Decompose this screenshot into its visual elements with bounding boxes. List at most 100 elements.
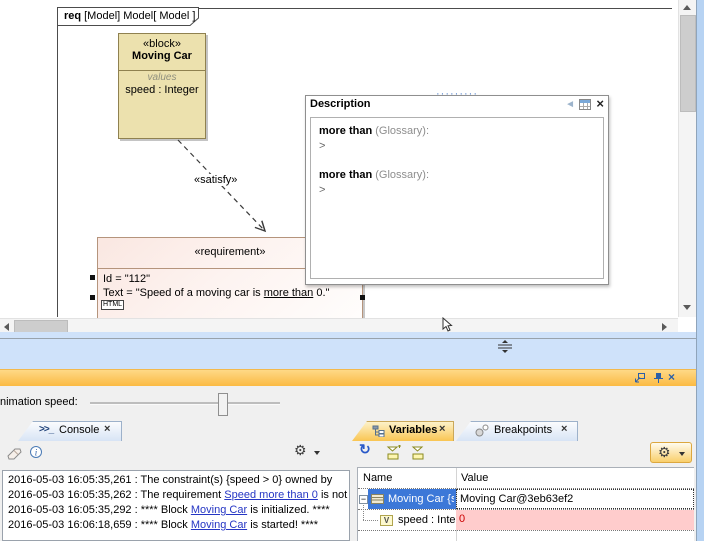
vertical-scrollbar-thumb[interactable] bbox=[680, 15, 696, 112]
pin-icon[interactable] bbox=[653, 372, 664, 384]
animation-speed-slider[interactable] bbox=[90, 402, 280, 405]
glossary-term: more than bbox=[319, 169, 373, 181]
panel-splitter[interactable] bbox=[0, 332, 704, 369]
close-tab-icon[interactable]: × bbox=[104, 423, 111, 435]
variable-value: Moving Car@3eb63ef2 bbox=[460, 493, 574, 505]
refresh-icon[interactable]: ↻ bbox=[359, 441, 371, 457]
scroll-right-icon[interactable] bbox=[662, 323, 667, 331]
variables-icon bbox=[372, 425, 385, 437]
back-arrow-icon[interactable]: ◄ bbox=[565, 99, 575, 110]
animation-speed-slider-thumb[interactable] bbox=[218, 393, 228, 416]
column-header-value[interactable]: Value bbox=[461, 472, 489, 484]
horizontal-scrollbar[interactable] bbox=[0, 318, 678, 333]
scroll-down-icon[interactable] bbox=[683, 305, 691, 310]
requirement-id: Id = "112" bbox=[103, 273, 151, 285]
info-icon: i bbox=[30, 446, 42, 458]
requirement-glossary-term[interactable]: more than bbox=[263, 287, 314, 299]
open-in-table-icon[interactable] bbox=[579, 99, 591, 113]
close-tab-icon[interactable]: × bbox=[561, 423, 568, 435]
close-icon[interactable]: × bbox=[596, 96, 604, 111]
console-log[interactable]: 2016-05-03 16:05:35,261 : The constraint… bbox=[2, 470, 350, 541]
table-row[interactable]: V speed : Integer 0 bbox=[358, 505, 694, 531]
diagram-frame-top-border bbox=[196, 8, 672, 9]
tree-line bbox=[363, 520, 378, 521]
splitter-handle-icon[interactable] bbox=[496, 340, 514, 353]
tab-variables[interactable]: Variables × bbox=[352, 421, 454, 441]
console-settings-gear-icon[interactable]: ⚙ bbox=[294, 442, 307, 458]
log-text: 2016-05-03 16:05:35,292 : **** Block bbox=[8, 504, 188, 516]
table-header: Name Value bbox=[358, 468, 694, 489]
console-tab-label: Console bbox=[59, 424, 100, 436]
vertical-scrollbar[interactable] bbox=[678, 0, 696, 317]
environment-options-button[interactable]: i bbox=[29, 445, 44, 463]
log-text: is initialized. **** bbox=[250, 504, 330, 516]
scroll-left-icon[interactable] bbox=[4, 323, 9, 331]
tab-console[interactable]: >>_ Console × bbox=[18, 421, 122, 441]
variable-value: 0 bbox=[459, 513, 466, 525]
log-text: 2016-05-03 16:05:35,261 : The constraint… bbox=[8, 474, 333, 486]
variable-name: speed : Integer bbox=[398, 514, 472, 526]
table-row[interactable]: − Moving Car {speed > 0} Moving Car@3eb6… bbox=[358, 489, 694, 510]
console-line: 2016-05-03 16:05:35,292 : **** Block Mov… bbox=[8, 503, 344, 518]
column-header-name[interactable]: Name bbox=[363, 472, 393, 484]
requirement-text: Text = "Speed of a moving car is more th… bbox=[103, 287, 329, 299]
variables-settings-button[interactable]: ⚙ bbox=[650, 442, 692, 463]
glossary-source: (Glossary): bbox=[372, 125, 430, 137]
svg-text:i: i bbox=[35, 448, 38, 458]
variable-name: Moving Car {speed > 0} bbox=[388, 493, 454, 505]
glossary-term: more than bbox=[319, 125, 373, 137]
export-changes-icon bbox=[411, 446, 424, 460]
export-to-new-instance-button[interactable] bbox=[386, 445, 402, 463]
diagram-frame-header[interactable]: req[Model] Model[ Model ] bbox=[57, 7, 199, 26]
log-text: 2016-05-03 16:06:18,659 : **** Block bbox=[8, 519, 188, 531]
glossary-entry: more than (Glossary): > bbox=[319, 168, 595, 198]
selection-handle[interactable] bbox=[90, 275, 95, 280]
close-panel-icon[interactable]: × bbox=[668, 370, 676, 384]
simulation-panel: × nimation speed: >>_ Console × Variable… bbox=[0, 369, 696, 541]
satisfy-label[interactable]: «satisfy» bbox=[193, 174, 239, 186]
breakpoints-icon bbox=[475, 424, 489, 437]
clear-console-button[interactable] bbox=[6, 446, 23, 463]
tab-breakpoints[interactable]: Breakpoints × bbox=[456, 421, 578, 441]
selection-handle[interactable] bbox=[360, 295, 365, 300]
requirement-divider bbox=[98, 268, 362, 269]
glossary-definition: > bbox=[319, 184, 326, 196]
tree-collapse-icon[interactable]: − bbox=[359, 494, 368, 504]
block-compartment-divider bbox=[119, 70, 205, 71]
variables-tab-label: Variables bbox=[389, 424, 438, 436]
window-border bbox=[696, 0, 704, 541]
restore-window-icon[interactable] bbox=[634, 372, 646, 384]
caret-down-icon bbox=[679, 452, 685, 459]
table-glyph bbox=[579, 99, 591, 110]
diagram-frame-left-border bbox=[57, 25, 58, 317]
value-cell-error[interactable]: 0 bbox=[456, 510, 694, 530]
value-property-icon: V bbox=[380, 515, 393, 526]
log-link[interactable]: Moving Car bbox=[190, 519, 248, 531]
scroll-up-icon[interactable] bbox=[683, 5, 691, 10]
export-changes-button[interactable] bbox=[411, 445, 427, 463]
glossary-entry: more than (Glossary): > bbox=[319, 124, 595, 154]
console-line: 2016-05-03 16:06:18,659 : **** Block Mov… bbox=[8, 518, 344, 533]
panel-titlebar[interactable]: × bbox=[0, 369, 696, 386]
glossary-definition: > bbox=[319, 140, 326, 152]
diagram-title: [Model] Model[ Model ] bbox=[84, 10, 196, 22]
log-link[interactable]: Speed more than 0 bbox=[224, 489, 318, 501]
requirement-text-before: Text = "Speed of a moving car is bbox=[103, 287, 261, 299]
block-moving-car[interactable]: «block» Moving Car values speed : Intege… bbox=[118, 33, 206, 139]
frame-header-shape bbox=[57, 7, 199, 26]
selection-handle[interactable] bbox=[90, 295, 95, 300]
value-cell[interactable]: Moving Car@3eb63ef2 bbox=[456, 489, 694, 509]
console-settings-caret-icon[interactable] bbox=[314, 451, 320, 458]
log-text: 2016-05-03 16:05:35,262 : The requiremen… bbox=[8, 489, 222, 501]
close-tab-icon[interactable]: × bbox=[439, 423, 446, 435]
log-text: is started! **** bbox=[250, 519, 319, 531]
drag-handle-dots-icon[interactable]: ········· bbox=[436, 88, 478, 100]
block-values-label: values bbox=[147, 72, 177, 83]
log-link[interactable]: Moving Car bbox=[190, 504, 248, 516]
requirement-text-after: 0." bbox=[316, 287, 330, 299]
mouse-cursor bbox=[442, 317, 453, 332]
description-window-title[interactable]: Description bbox=[310, 98, 371, 110]
block-name: Moving Car bbox=[132, 50, 192, 62]
block-stereotype: «block» bbox=[143, 38, 181, 50]
